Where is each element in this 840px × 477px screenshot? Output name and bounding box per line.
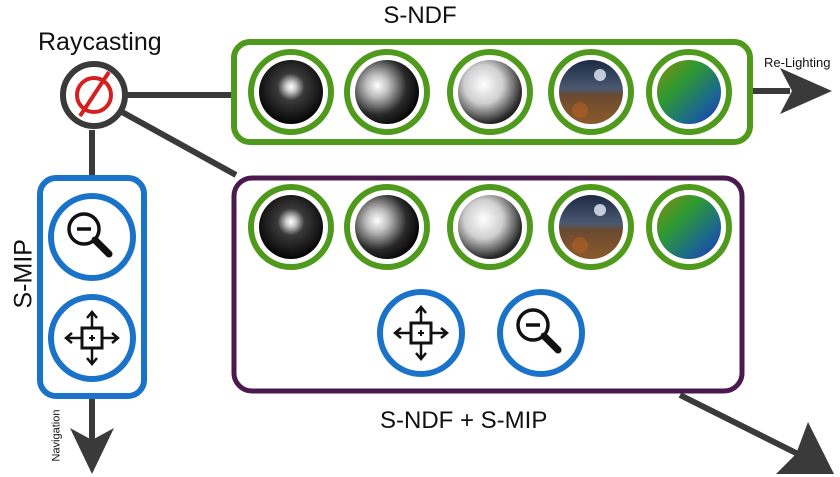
sphere-soft-icon	[447, 184, 533, 270]
no-raycasting-icon	[60, 61, 128, 129]
navigation-label: Navigation	[50, 409, 63, 462]
relighting-label: Re-Lighting	[764, 55, 831, 70]
sphere-diffuse-icon	[344, 49, 430, 135]
sndf-row	[248, 49, 732, 135]
combo-sphere-row	[248, 184, 732, 270]
environment-sphere-icon	[548, 49, 634, 135]
sphere-soft-icon	[447, 49, 533, 135]
normal-map-sphere-icon	[646, 49, 732, 135]
sphere-diffuse-icon	[344, 184, 430, 270]
combo-output-arrow	[678, 392, 834, 474]
environment-sphere-icon	[548, 184, 634, 270]
sphere-specular-icon	[248, 49, 334, 135]
normal-map-sphere-icon	[646, 184, 732, 270]
smip-label: S-MIP	[9, 239, 38, 309]
raycasting-label: Raycasting	[38, 28, 162, 56]
relighting-arrow	[750, 68, 832, 114]
sndf-title: S-NDF	[383, 2, 457, 29]
link-raycasting-to-combo	[120, 109, 238, 178]
sphere-specular-icon	[248, 184, 334, 270]
pan-icon	[377, 289, 465, 377]
combo-title: S-NDF + S-MIP	[380, 407, 548, 434]
pan-icon	[48, 294, 136, 382]
zoom-out-icon	[48, 193, 136, 281]
navigation-arrow	[70, 396, 114, 474]
zoom-out-icon	[497, 289, 585, 377]
